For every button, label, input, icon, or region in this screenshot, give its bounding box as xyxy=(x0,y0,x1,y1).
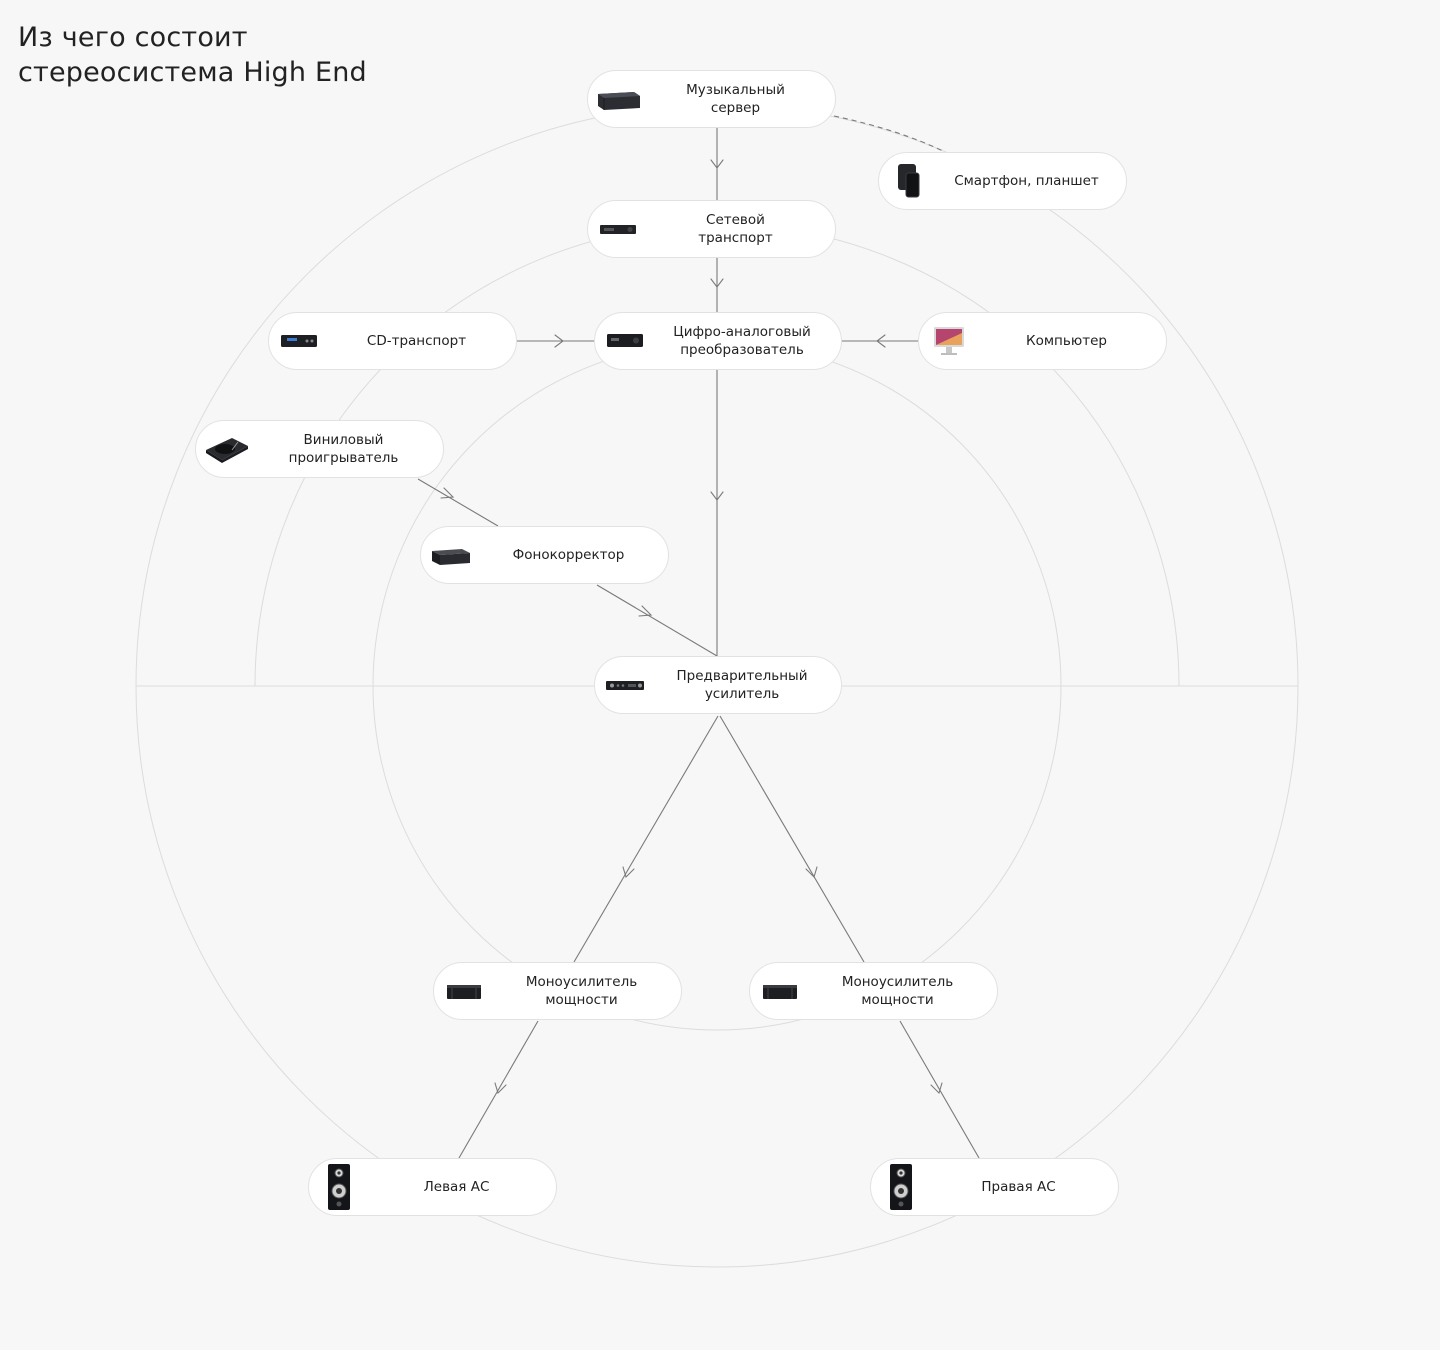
node-left-speaker: Левая АС xyxy=(308,1158,557,1216)
node-label: Предварительный усилитель xyxy=(676,668,808,702)
node-label: Смартфон, планшет xyxy=(954,173,1099,189)
arrowhead xyxy=(710,159,724,169)
node-dac: Цифро-аналоговый преобразователь xyxy=(594,312,842,370)
connector-preamp-monoleft xyxy=(573,715,719,963)
connector-monoleft-speaker xyxy=(458,1020,539,1159)
page-title: Из чего состоит стереосистема High End xyxy=(18,20,367,90)
node-computer: Компьютер xyxy=(918,312,1167,370)
arrowhead xyxy=(440,487,455,499)
node-label: Виниловый проигрыватель xyxy=(288,432,399,466)
node-label: Моноусилитель мощности xyxy=(525,974,638,1008)
node-cd-transport: CD-транспорт xyxy=(268,312,517,370)
node-mono-amp-left: Моноусилитель мощности xyxy=(433,962,682,1020)
node-turntable: Виниловый проигрыватель xyxy=(195,420,444,478)
node-phono: Фонокорректор xyxy=(420,526,669,584)
connector-preamp-monoright xyxy=(719,715,865,963)
node-label: Цифро-аналоговый преобразователь xyxy=(673,324,811,358)
network-transport-icon xyxy=(594,205,642,253)
speaker-icon xyxy=(877,1163,925,1211)
node-label: CD-транспорт xyxy=(366,333,467,349)
node-mono-amp-right: Моноусилитель мощности xyxy=(749,962,998,1020)
title-line-1: Из чего состоит xyxy=(18,22,248,53)
connector-phono-preamp xyxy=(596,584,718,657)
arrowhead xyxy=(494,1082,507,1095)
node-right-speaker: Правая АС xyxy=(870,1158,1119,1216)
node-label: Музыкальный сервер xyxy=(686,82,785,116)
music-server-icon xyxy=(594,75,642,123)
node-music-server: Музыкальный сервер xyxy=(587,70,836,128)
node-label: Правая АС xyxy=(981,1179,1056,1195)
node-smartphone: Смартфон, планшет xyxy=(878,152,1127,210)
node-preamp: Предварительный усилитель xyxy=(594,656,842,714)
arrowhead xyxy=(710,491,724,501)
cd-transport-icon xyxy=(275,317,323,365)
node-label: Компьютер xyxy=(1026,333,1107,349)
arrowhead xyxy=(638,605,653,617)
arrowhead xyxy=(930,1082,943,1095)
node-label: Левая АС xyxy=(423,1179,490,1195)
dac-icon xyxy=(601,317,649,365)
mono-amp-icon xyxy=(440,967,488,1015)
computer-icon xyxy=(925,317,973,365)
turntable-icon xyxy=(202,425,250,473)
node-label: Сетевой транспорт xyxy=(698,212,773,246)
connector-server-smartphone-dashed xyxy=(833,115,946,153)
arrowhead xyxy=(554,334,564,348)
node-label: Моноусилитель мощности xyxy=(841,974,954,1008)
node-network-transport: Сетевой транспорт xyxy=(587,200,836,258)
smartphone-icon xyxy=(885,157,933,205)
mono-amp-icon xyxy=(756,967,804,1015)
arrowhead xyxy=(710,278,724,288)
arrowhead xyxy=(805,866,818,879)
connector-turntable-phono xyxy=(417,478,499,527)
phono-preamp-icon xyxy=(427,531,475,579)
node-label: Фонокорректор xyxy=(512,547,625,563)
speaker-icon xyxy=(315,1163,363,1211)
preamp-icon xyxy=(601,661,649,709)
arrowhead xyxy=(876,334,886,348)
title-line-2: стереосистема High End xyxy=(18,57,367,88)
arrowhead xyxy=(622,866,635,879)
